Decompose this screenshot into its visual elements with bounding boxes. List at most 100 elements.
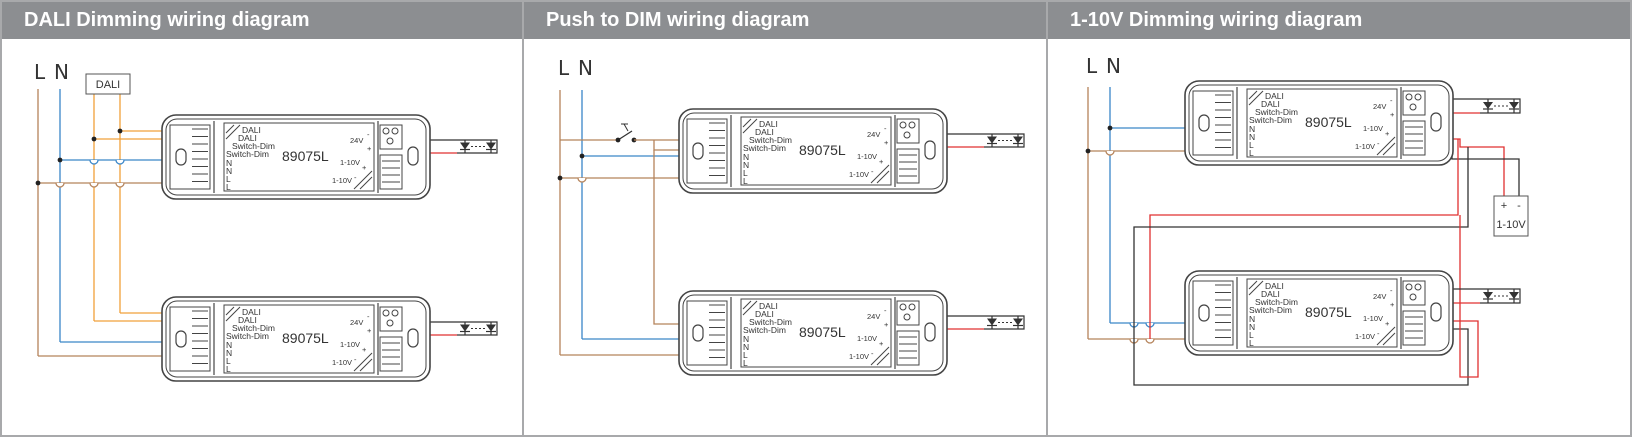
led-diode-icon xyxy=(987,318,997,326)
hatch xyxy=(1376,136,1396,156)
drivers: DALIDALISwitch-DimSwitch-DimNNLL89075L24… xyxy=(678,108,1025,376)
input-terminal-label: N xyxy=(743,160,749,170)
hatch xyxy=(353,352,373,372)
dim-terminal-label: 1-10V xyxy=(1363,124,1383,133)
controller-minus: - xyxy=(1517,200,1521,212)
cable-clamp xyxy=(407,328,419,348)
led-diode-icon xyxy=(486,142,496,150)
output-plus-label: + xyxy=(884,138,889,147)
input-terminal-label: N xyxy=(1249,124,1255,134)
input-terminal-label: L xyxy=(1249,140,1254,150)
output-voltage-label: 24V xyxy=(350,318,363,327)
dim-minus-label: - xyxy=(354,355,357,364)
driver-housing-inner xyxy=(1188,274,1450,352)
driver-housing-inner xyxy=(682,112,944,190)
dim-terminal-label: 1-10V xyxy=(849,170,869,179)
input-terminal-label: L xyxy=(1249,338,1254,348)
dim-terminal-block xyxy=(896,148,920,184)
wire-crossover xyxy=(89,182,99,188)
input-terminal-label: L xyxy=(1249,330,1254,340)
output-terminal-block xyxy=(896,300,920,326)
input-terminal-label: DALI xyxy=(1265,91,1284,101)
input-terminal-label: DALI xyxy=(759,301,778,311)
junction-dot xyxy=(57,157,63,163)
driver-model: 89075L xyxy=(282,330,329,346)
controller-plus: + xyxy=(1501,200,1507,212)
label-panel xyxy=(740,298,892,368)
led-diode-icon xyxy=(1509,292,1519,299)
dim-minus-label: - xyxy=(871,349,874,358)
hatch xyxy=(876,170,890,184)
output-minus-label: - xyxy=(884,124,887,133)
terminal-screw xyxy=(1405,93,1413,101)
led-driver: DALIDALISwitch-DimSwitch-DimNNLL89075L24… xyxy=(678,108,948,194)
hatch xyxy=(359,358,373,372)
dim-terminal-label: 1-10V xyxy=(1355,142,1375,151)
dim-terminal-label: 1-10V xyxy=(332,358,352,367)
cable-clamp xyxy=(1198,304,1210,322)
led-wire xyxy=(1480,98,1521,114)
wire-crossover xyxy=(115,182,125,188)
input-terminal-label: Switch-Dim xyxy=(232,141,275,151)
panel-title: 1-10V Dimming wiring diagram xyxy=(1048,2,1630,39)
terminal-screw xyxy=(908,303,916,311)
input-terminal-label: Switch-Dim xyxy=(1255,107,1298,117)
dimmer-1-10v-controller: + - 1-10V xyxy=(1493,195,1529,237)
diagram-dali: DALIDALISwitch-DimSwitch-DimNNLL89075L24… xyxy=(34,60,498,382)
input-terminal-label: N xyxy=(1249,314,1255,324)
dim-negative-wire xyxy=(1133,147,1469,386)
led-strip xyxy=(984,315,1025,330)
led-driver: DALIDALISwitch-DimSwitch-DimNNLL89075L24… xyxy=(1184,80,1454,166)
led-diode-icon xyxy=(1013,136,1023,144)
hatch xyxy=(1248,280,1264,296)
driver-model: 89075L xyxy=(799,324,846,340)
dim-minus-label: - xyxy=(1377,329,1380,338)
output-voltage-label: 24V xyxy=(1373,292,1386,301)
terminal-screw xyxy=(1409,103,1417,111)
output-terminal-block xyxy=(379,124,403,150)
junction-dot xyxy=(91,136,97,142)
hatch xyxy=(225,124,235,134)
dim-positive-wire xyxy=(1149,139,1459,339)
hatch xyxy=(1248,280,1258,290)
input-terminal-label: N xyxy=(743,152,749,162)
hatch xyxy=(225,306,241,322)
input-terminal-label: N xyxy=(743,334,749,344)
dim-positive-wire xyxy=(1410,215,1479,378)
dim-plus-label: + xyxy=(1385,319,1390,328)
junction-dot xyxy=(579,153,585,159)
led-diode-icon xyxy=(987,136,997,144)
terminal-screw xyxy=(903,131,911,139)
output-minus-label: - xyxy=(1390,96,1393,105)
led-driver: DALIDALISwitch-DimSwitch-DimNNLL89075L24… xyxy=(161,296,431,382)
dim-terminal-label: 1-10V xyxy=(1355,332,1375,341)
led-diode-icon xyxy=(1509,102,1519,109)
input-terminal-label: DALI xyxy=(1261,99,1280,109)
terminal-screw xyxy=(391,127,399,135)
mains-l-label: L xyxy=(34,60,46,84)
terminal-screw xyxy=(382,309,390,317)
input-terminal-label: Switch-Dim xyxy=(743,143,786,153)
input-terminal-label: DALI xyxy=(1261,289,1280,299)
output-voltage-label: 24V xyxy=(350,136,363,145)
push-switch-actuator xyxy=(623,123,629,132)
dim-plus-label: + xyxy=(879,339,884,348)
dim-plus-label: + xyxy=(362,345,367,354)
driver-model: 89075L xyxy=(282,148,329,164)
input-terminal-label: DALI xyxy=(755,127,774,137)
hatch xyxy=(742,300,752,310)
dim-terminal-label: 1-10V xyxy=(849,352,869,361)
dim-terminal-block xyxy=(1402,120,1426,156)
dim-plus-label: + xyxy=(879,157,884,166)
dim-terminal-label: 1-10V xyxy=(340,340,360,349)
input-terminal-label: Switch-Dim xyxy=(226,149,269,159)
driver-model: 89075L xyxy=(1305,304,1352,320)
input-terminal-label: N xyxy=(226,348,232,358)
controller-label: 1-10V xyxy=(1496,219,1526,231)
led-strip xyxy=(457,139,498,154)
hatch xyxy=(1382,142,1396,156)
input-terminal-label: Switch-Dim xyxy=(1255,297,1298,307)
led-strip xyxy=(457,321,498,336)
